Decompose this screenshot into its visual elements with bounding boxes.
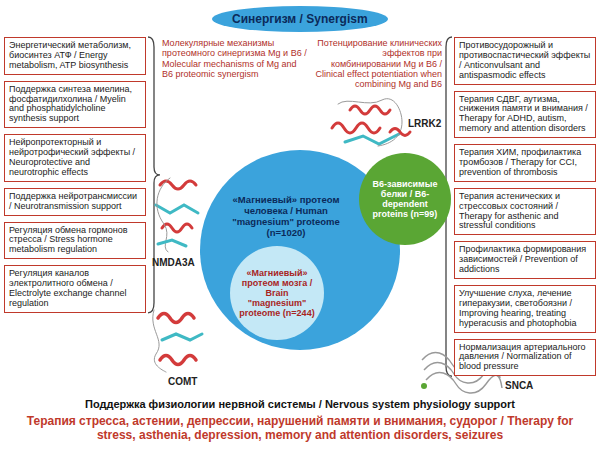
proteome-circle: «Магниевый» протеом мозга / Brain "magne… xyxy=(230,246,324,340)
protein-name: COMT xyxy=(168,376,197,388)
node-text: Поддержка нейротрансмиссии / Neurotransm… xyxy=(9,192,141,212)
effect-box: Терапия астенических и стрессовых состоя… xyxy=(454,188,596,236)
node-text: B6-зависимые белки / B6-dependent protei… xyxy=(368,179,442,219)
effect-box: Терапия ХИМ, профилактика тромбозов / Th… xyxy=(454,144,596,182)
node-text: Нейропротекторный и нейротрофический эфф… xyxy=(9,138,141,178)
effect-box: Нормализация артериального давления / No… xyxy=(454,339,596,377)
effect-box: Нейропротекторный и нейротрофический эфф… xyxy=(4,134,146,182)
node-text: Поддержка синтеза миелина, фосфатидилхол… xyxy=(9,85,141,125)
nmda3a-protein xyxy=(156,178,198,252)
protein-name: NMDA3A xyxy=(152,257,195,269)
effect-box: Терапия СДВГ, аутизма, снижения памяти и… xyxy=(454,91,596,139)
title-ellipse: Синергизм / Synergism xyxy=(212,6,388,32)
node-text: Профилактика формирования зависимостей /… xyxy=(459,245,591,275)
protein-name: SNCA xyxy=(505,380,533,392)
effect-box: Профилактика формирования зависимостей /… xyxy=(454,241,596,279)
effect-box: Поддержка синтеза миелина, фосфатидилхол… xyxy=(4,81,146,129)
section-heading: Молекулярные механизмы протеомного синер… xyxy=(162,38,308,79)
proteome-circle: B6-зависимые белки / B6-dependent protei… xyxy=(359,153,451,245)
lrrk2-protein xyxy=(332,99,410,146)
protein-name: LRRK2 xyxy=(408,118,441,130)
node-text: Терапия ХИМ, профилактика тромбозов / Th… xyxy=(459,148,591,178)
effect-box: Энергетический метаболизм, биосинтез АТФ… xyxy=(4,37,146,75)
node-text: Энергетический метаболизм, биосинтез АТФ… xyxy=(9,41,141,71)
summary-therapy: Терапия стресса, астении, депрессии, нар… xyxy=(20,415,580,443)
comt-protein xyxy=(153,310,202,372)
effect-box: Поддержка нейротрансмиссии / Neurotransm… xyxy=(4,188,146,216)
node-text: Синергизм / Synergism xyxy=(232,12,368,26)
node-text: Противосудорожный и противоспастический … xyxy=(459,41,591,81)
node-text: Регуляция обмена гормонов стресса / Stre… xyxy=(9,226,141,256)
effect-box: Противосудорожный и противоспастический … xyxy=(454,37,596,85)
node-text: Нормализация артериального давления / No… xyxy=(459,343,591,373)
left-bracket xyxy=(148,37,160,313)
node-text: Регуляция каналов электролитного обмена … xyxy=(9,269,141,309)
effect-box: Регуляция каналов электролитного обмена … xyxy=(4,265,146,313)
node-text: Терапия СДВГ, аутизма, снижения памяти и… xyxy=(459,95,591,135)
effect-box: Регуляция обмена гормонов стресса / Stre… xyxy=(4,222,146,260)
node-text: Улучшение слуха, лечение гиперакузии, св… xyxy=(459,289,591,329)
effect-box: Улучшение слуха, лечение гиперакузии, св… xyxy=(454,285,596,333)
section-heading: Потенцирование клинических эффектов при … xyxy=(314,38,442,90)
node-text: Терапия астенических и стрессовых состоя… xyxy=(459,192,591,232)
node-text: «Магниевый» протеом мозга / Brain "magne… xyxy=(239,268,315,318)
summary-heading: Поддержка физиологии нервной системы / N… xyxy=(0,398,600,411)
node-text: «Магниевый» протеом человека / Human "ma… xyxy=(222,195,350,239)
